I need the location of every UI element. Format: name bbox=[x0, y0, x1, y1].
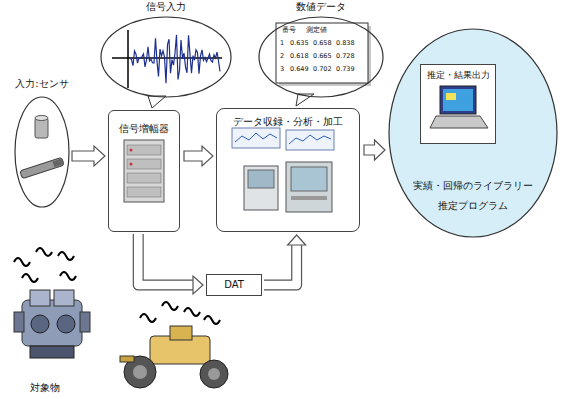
process-box: 信号増幅器 bbox=[108, 110, 180, 232]
table-cell: 0.739 bbox=[336, 66, 355, 73]
roller-illustration bbox=[120, 302, 228, 388]
node-label: 入力:センサ bbox=[15, 78, 68, 90]
node-label: 数値データ bbox=[296, 1, 346, 13]
object-label: 対象物 bbox=[30, 382, 60, 393]
flow-arrow bbox=[72, 146, 105, 166]
table-cell: 0.635 bbox=[290, 40, 309, 47]
laptop-icon bbox=[430, 86, 488, 128]
flow-arrow bbox=[364, 140, 385, 160]
table-cell: 0.618 bbox=[290, 53, 309, 60]
node-label: 推定プログラム bbox=[438, 200, 508, 212]
node-label: 推定・結果出力 bbox=[427, 70, 490, 81]
table-cell: 0.838 bbox=[336, 40, 355, 47]
analysis-screens bbox=[232, 128, 334, 212]
node-label: 信号入力 bbox=[146, 1, 186, 13]
node-label: データ収録・分析・加工 bbox=[233, 116, 343, 128]
table-cell: 3 bbox=[280, 66, 284, 73]
table-cell: 0.665 bbox=[313, 53, 332, 60]
table-cell: 0.658 bbox=[313, 40, 332, 47]
process-box: データ収録・分析・加工 bbox=[216, 108, 360, 232]
table-cell: 番号 bbox=[282, 27, 296, 34]
storage-box: DAT bbox=[206, 274, 262, 296]
output-ellipse: 実績・回帰のライブラリー推定プログラム 推定・結果出力 bbox=[388, 28, 558, 238]
table-cell: 2 bbox=[280, 53, 284, 60]
sensor-ellipse: 入力:センサ bbox=[14, 96, 70, 208]
node-label: 実績・回帰のライブラリー bbox=[413, 180, 533, 192]
sensor-icon bbox=[20, 116, 64, 179]
table-cell: 1 bbox=[280, 40, 284, 47]
table-cell: 測定値 bbox=[306, 27, 327, 34]
ellipse-outline bbox=[14, 96, 70, 208]
output-box: 推定・結果出力 bbox=[420, 64, 496, 144]
ellipse-outline bbox=[100, 16, 232, 98]
callout-bubble: 信号入力 bbox=[100, 16, 232, 98]
flow-arrow bbox=[138, 234, 203, 294]
flow-arrow bbox=[264, 235, 306, 285]
table-cell: 0.649 bbox=[290, 66, 309, 73]
table-cell: 0.728 bbox=[336, 53, 355, 60]
amplifier-rack bbox=[124, 140, 164, 202]
engine-illustration bbox=[14, 248, 90, 358]
flow-arrow bbox=[184, 146, 213, 166]
table-cell: 0.702 bbox=[313, 66, 332, 73]
node-label: 信号増幅器 bbox=[119, 123, 169, 135]
node-label: DAT bbox=[224, 279, 244, 291]
